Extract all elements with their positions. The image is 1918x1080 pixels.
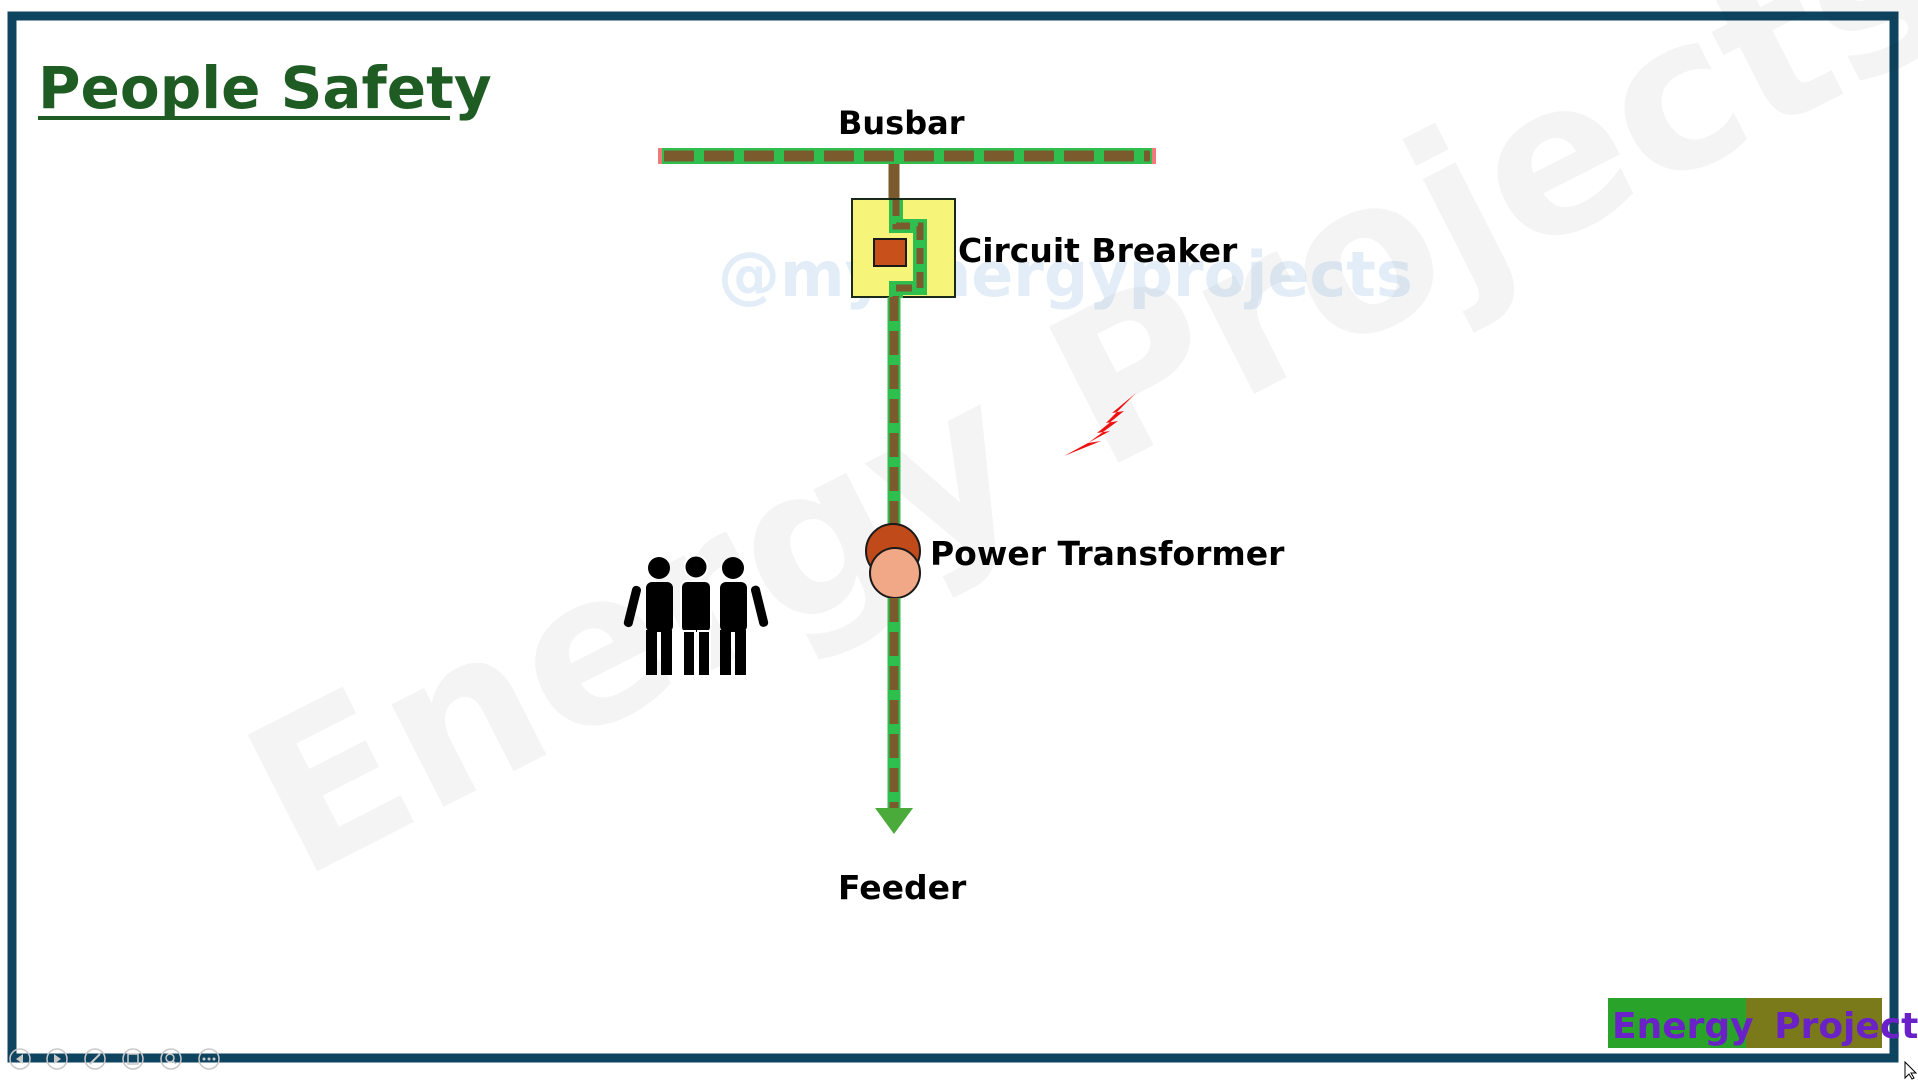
cursor-icon (1904, 1060, 1918, 1080)
page-title: People Safety (38, 54, 492, 122)
circuit-breaker (851, 198, 956, 298)
circuit-breaker-label: Circuit Breaker (958, 231, 1238, 270)
lightning-bolt-icon (1064, 393, 1136, 456)
logo-word-projects: Projects (1774, 1006, 1918, 1047)
breaker-core (873, 238, 907, 267)
power-transformer-label: Power Transformer (930, 534, 1285, 573)
prev-icon[interactable] (9, 1048, 31, 1070)
more-icon[interactable] (198, 1048, 220, 1070)
title-underline (38, 116, 450, 120)
zoom-icon[interactable] (160, 1048, 182, 1070)
three-people-icon (623, 554, 769, 677)
energy-projects-logo: Energy Projects (1608, 998, 1918, 1048)
logo-word-energy: Energy (1612, 1006, 1754, 1047)
feeder-arrow-icon (875, 808, 913, 834)
busbar-label: Busbar (838, 104, 965, 142)
slide-frame (7, 11, 1899, 1063)
busbar (658, 148, 1156, 164)
power-transformer (865, 523, 921, 599)
watermark-handle: @myenergyprojects (718, 238, 1413, 311)
feeder-label: Feeder (838, 868, 967, 907)
play-icon[interactable] (46, 1048, 68, 1070)
slides-icon[interactable] (122, 1048, 144, 1070)
svg-text:Energy Projects: Energy Projects (1612, 1006, 1918, 1047)
pen-icon[interactable] (84, 1048, 106, 1070)
slideshow-controls (9, 1048, 220, 1070)
